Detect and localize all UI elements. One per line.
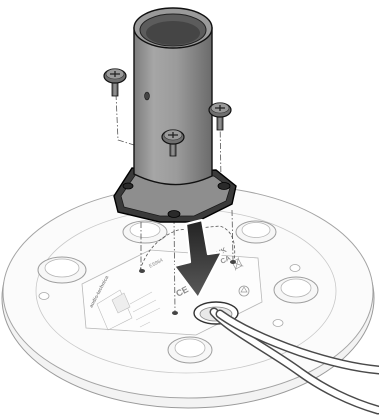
rubber-foot xyxy=(168,337,212,363)
rubber-foot xyxy=(274,277,318,303)
rubber-foot xyxy=(38,257,86,283)
stand-pipe xyxy=(134,8,212,185)
rubber-foot xyxy=(236,221,276,243)
screw xyxy=(104,69,126,96)
